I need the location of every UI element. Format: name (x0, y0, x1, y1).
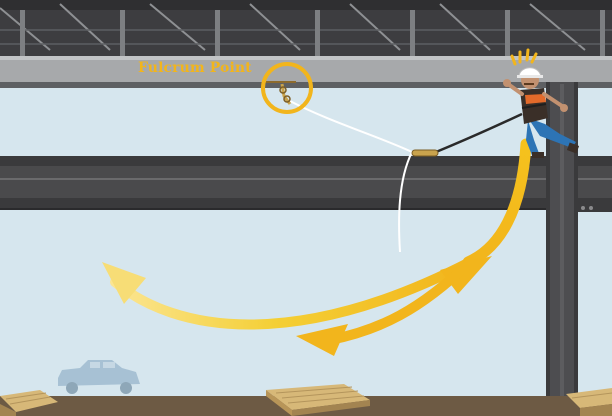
warning-burst-icon (510, 48, 538, 66)
falling-worker (503, 67, 580, 158)
lifeline (287, 99, 523, 253)
swing-arrow-icon (102, 256, 492, 330)
lower-beam (0, 156, 612, 210)
roof-structure (0, 0, 612, 56)
upper-beam (0, 56, 612, 88)
parked-car (58, 360, 140, 394)
pallet-center (266, 384, 370, 416)
pallet-right (566, 388, 612, 416)
pallet-left (0, 390, 58, 416)
fall-arrow-icon (296, 138, 532, 356)
fulcrum-highlight-circle (261, 62, 313, 114)
anchor-hardware (266, 81, 296, 105)
fulcrum-point-label: Fulcrum Point (138, 60, 252, 76)
